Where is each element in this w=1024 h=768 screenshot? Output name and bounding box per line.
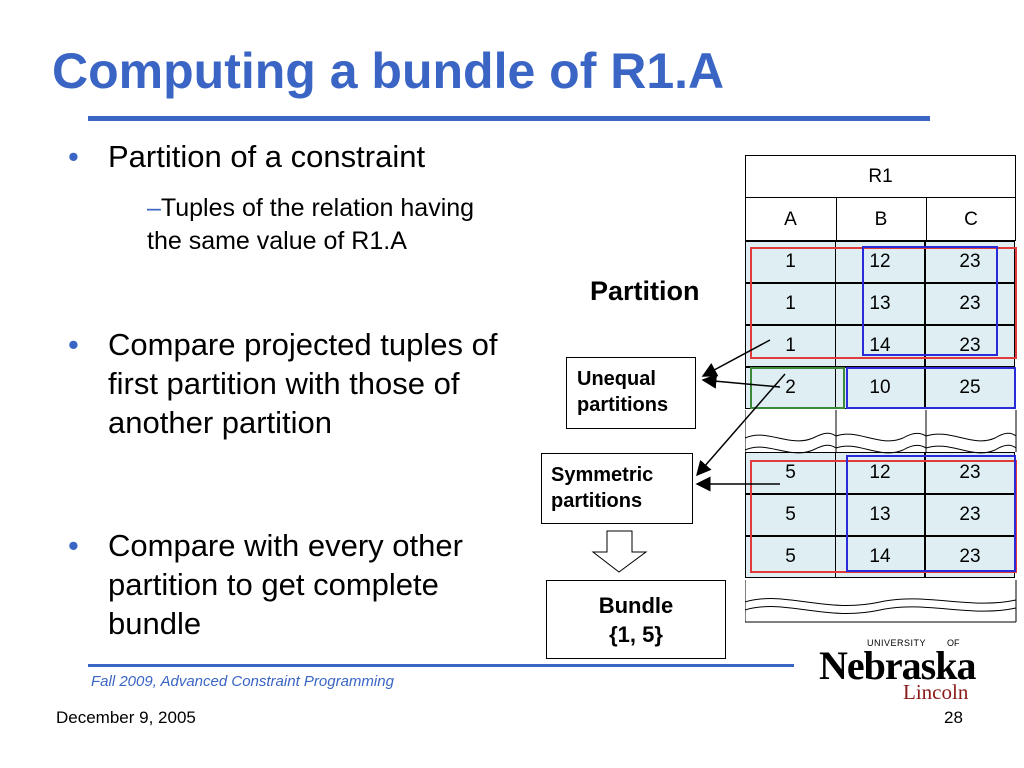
university-logo: UNIVERSITY OF Nebraska Lincoln [815, 636, 976, 704]
logo-campus: Lincoln [903, 680, 969, 704]
bullet-marker: • [68, 139, 79, 174]
projection-2-box [846, 367, 1016, 409]
relation-name-cell [745, 155, 1016, 198]
partition-5-box [750, 460, 1017, 573]
logo-name: Nebraska [819, 643, 976, 688]
bullet-2-text: Compare projected tuples of first partit… [108, 327, 498, 440]
partition-2-key-box [750, 367, 845, 409]
slide-title: Computing a bundle of R1.A [52, 43, 725, 99]
column-divider [926, 198, 927, 241]
footer-course: Fall 2009, Advanced Constraint Programmi… [91, 673, 394, 690]
symmetric-arrow-1 [696, 373, 786, 477]
unequal-arrow-1 [701, 339, 771, 377]
table-cell: 14 [835, 325, 925, 367]
projection-1-box [862, 246, 998, 356]
ellipsis-row-bottom [745, 580, 1017, 623]
table-cell: 5 [745, 494, 836, 536]
bullet-1: • Partition of a constraint [68, 137, 548, 176]
footer-divider [88, 664, 794, 667]
unequal-label-line1: Unequal [577, 368, 656, 390]
column-header-c: C [964, 208, 978, 230]
table-cell: 12 [835, 452, 925, 494]
table-cell: 23 [925, 494, 1015, 536]
bullet-marker: • [68, 327, 79, 362]
unequal-label-line2: partitions [577, 394, 669, 416]
ellipsis-row [745, 410, 1017, 454]
column-divider [836, 198, 837, 241]
relation-name: R1 [868, 165, 893, 187]
partition-1-box [750, 247, 1017, 359]
unequal-arrow-2 [701, 373, 781, 389]
projection-5-box [846, 455, 1016, 572]
sub-bullet-marker: – [147, 194, 161, 222]
table-cell: 23 [925, 325, 1015, 367]
logo-university: UNIVERSITY [867, 638, 927, 648]
title-divider [88, 116, 930, 121]
bundle-box: Bundle {1, 5} [546, 580, 726, 659]
symmetric-label-line1: Symmetric [551, 464, 654, 486]
footer-date: December 9, 2005 [56, 708, 196, 727]
partition-label: Partition [590, 276, 700, 306]
symmetric-partitions-callout: Symmetric partitions [541, 453, 693, 524]
column-header-a: A [784, 208, 797, 230]
table-cell: 25 [925, 367, 1015, 409]
header-row [745, 198, 1016, 241]
bullet-3-text: Compare with every other partition to ge… [108, 528, 463, 641]
symmetric-label-line2: partitions [551, 490, 643, 512]
table-cell: 1 [745, 283, 836, 325]
logo-of: OF [947, 638, 960, 648]
sub-bullet-1: –Tuples of the relation having the same … [147, 192, 497, 258]
bullet-3: • Compare with every other partition to … [68, 526, 498, 643]
bullet-2: • Compare projected tuples of first part… [68, 325, 508, 442]
table-cell: 13 [835, 283, 925, 325]
sub-bullet-1-text: Tuples of the relation having the same v… [147, 194, 475, 255]
table-cell: 23 [925, 283, 1015, 325]
down-arrow-icon [591, 530, 648, 573]
column-header-b: B [874, 208, 888, 230]
bundle-label: Bundle [598, 593, 674, 618]
bundle-value: {1, 5} [609, 622, 663, 647]
table-cell: 13 [835, 494, 925, 536]
bullet-marker: • [68, 528, 79, 563]
bullet-1-text: Partition of a constraint [108, 139, 426, 174]
page-number: 28 [944, 708, 963, 727]
unequal-partitions-callout: Unequal partitions [566, 357, 696, 429]
